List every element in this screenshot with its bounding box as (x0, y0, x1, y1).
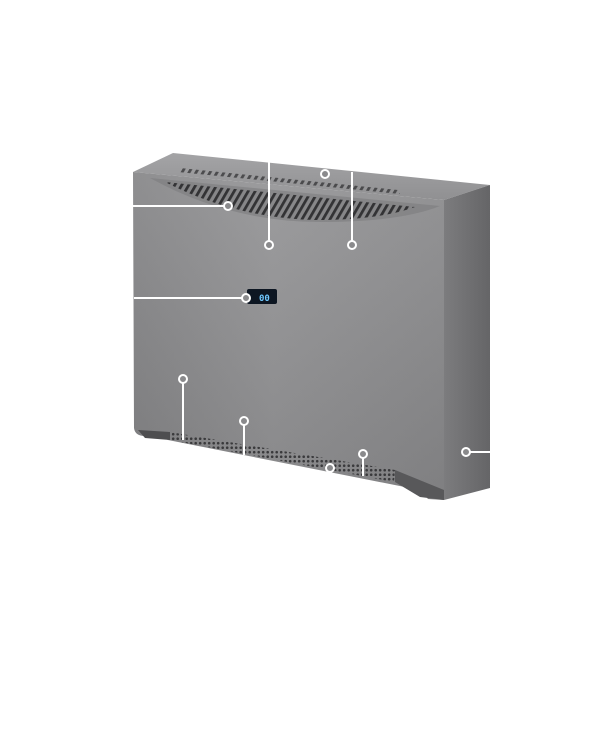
unit-foot-right (395, 470, 444, 500)
bottom-air-intake (170, 432, 395, 482)
unit-side-panel (444, 185, 490, 500)
unit-foot-left (138, 430, 170, 440)
callout-marker-top-vent-right (347, 240, 357, 250)
callout-lines (133, 161, 490, 476)
callout-marker-front-lower (178, 374, 188, 384)
unit-front-shading (133, 172, 444, 500)
callout-marker-display (241, 293, 251, 303)
callout-marker-top-grille (223, 201, 233, 211)
callout-marker-top-vent-left (264, 240, 274, 250)
callout-marker-top-rear (320, 169, 330, 179)
control-display (247, 289, 277, 304)
callout-markers (178, 169, 471, 473)
callout-marker-intake-left (239, 416, 249, 426)
display-readout: 00 (259, 294, 270, 304)
callout-marker-intake-right (358, 449, 368, 459)
callout-marker-intake-center (325, 463, 335, 473)
unit-top-surface (133, 153, 490, 200)
top-rear-vent-slots (178, 168, 400, 194)
callout-marker-side (461, 447, 471, 457)
